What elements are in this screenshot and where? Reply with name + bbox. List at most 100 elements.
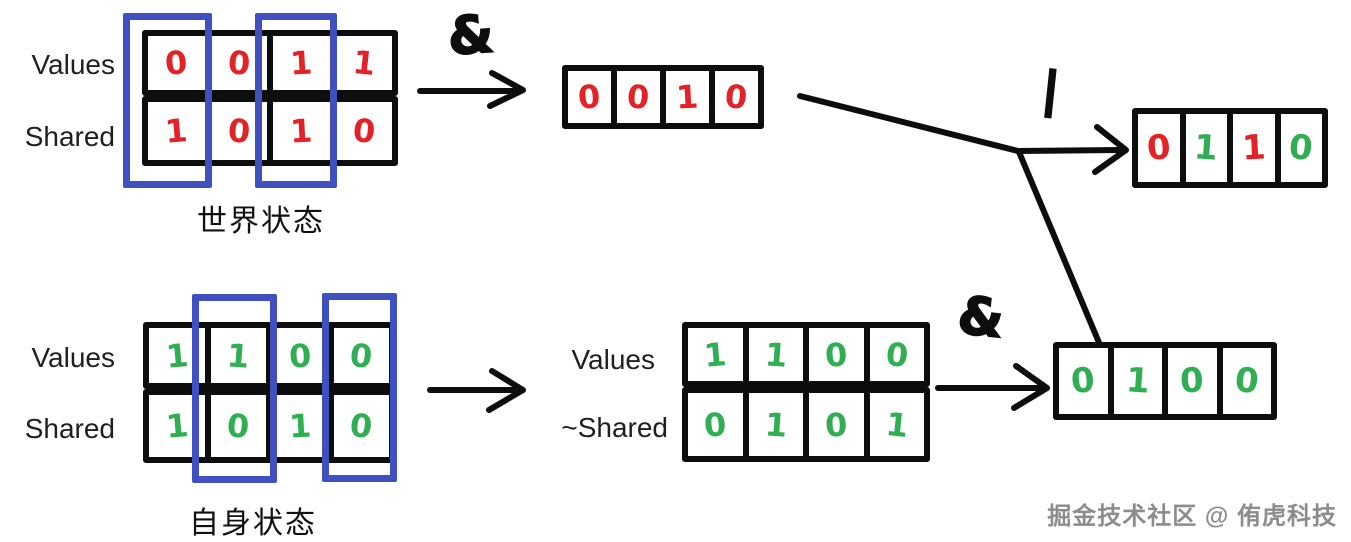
world-shared-row: 1 0 1 0 bbox=[142, 96, 398, 166]
grid-cell: 1 bbox=[863, 393, 925, 456]
bit-digit: 1 bbox=[287, 406, 312, 446]
world-and-arrow-head bbox=[487, 70, 526, 109]
or-operator: | bbox=[1038, 60, 1063, 120]
grid-cell: 0 bbox=[803, 393, 864, 456]
bit-digit: 0 bbox=[1287, 126, 1316, 170]
bit-digit: 0 bbox=[702, 404, 728, 445]
bit-digit: 1 bbox=[1240, 127, 1267, 169]
world-masked-row: 0 0 1 0 bbox=[562, 65, 764, 129]
bit-digit: 0 bbox=[576, 77, 603, 117]
self-state-caption: 自身状态 bbox=[189, 507, 317, 540]
grid-cell: 1 bbox=[329, 36, 393, 90]
bit-digit: 1 bbox=[163, 111, 189, 151]
bit-digit: 1 bbox=[675, 77, 700, 117]
grid-cell: 0 bbox=[266, 328, 328, 383]
grid-cell: 1 bbox=[1179, 114, 1228, 182]
bit-digit: 0 bbox=[1145, 127, 1173, 169]
grid-cell: 0 bbox=[568, 71, 611, 123]
grid-cell: 0 bbox=[1059, 348, 1108, 414]
grid-cell: 0 bbox=[329, 102, 393, 160]
self-masked-values-label: Values bbox=[571, 344, 655, 375]
world-shared-label: Shared bbox=[24, 121, 115, 152]
self-and-arrow-head bbox=[1011, 363, 1050, 411]
bit-digit: 1 bbox=[702, 334, 728, 375]
self-transform-arrow-head bbox=[486, 368, 526, 413]
bit-digit: 0 bbox=[287, 335, 312, 376]
grid-cell: 0 bbox=[204, 36, 268, 90]
grid-cell: 0 bbox=[688, 393, 743, 456]
and-operator-self: & bbox=[954, 285, 1007, 351]
grid-cell: 0 bbox=[611, 71, 660, 123]
grid-cell: 1 bbox=[267, 102, 330, 160]
grid-cell: 0 bbox=[327, 328, 390, 383]
grid-cell: 1 bbox=[148, 102, 205, 160]
grid-cell: 0 bbox=[204, 395, 267, 457]
bit-digit: 1 bbox=[163, 406, 190, 446]
grid-cell: 1 bbox=[1227, 114, 1275, 182]
grid-cell: 1 bbox=[742, 393, 804, 456]
world-state-caption: 世界状态 bbox=[197, 205, 325, 238]
grid-cell: 0 bbox=[204, 102, 268, 160]
bit-digit: 1 bbox=[163, 335, 190, 376]
bit-digit: 1 bbox=[1124, 360, 1151, 402]
grid-cell: 1 bbox=[204, 328, 267, 383]
bit-digit: 1 bbox=[350, 42, 377, 84]
bit-digit: 1 bbox=[225, 335, 251, 376]
and-operator-world: & bbox=[445, 3, 496, 68]
bit-digit: 0 bbox=[626, 77, 651, 117]
grid-cell: 1 bbox=[688, 328, 743, 381]
grid-cell: 0 bbox=[1216, 348, 1272, 414]
grid-cell: 1 bbox=[149, 395, 205, 457]
self-result-row: 0 1 0 0 bbox=[1053, 342, 1277, 420]
bit-digit: 0 bbox=[883, 334, 910, 375]
bit-digit: 0 bbox=[225, 406, 251, 446]
bit-digit: 0 bbox=[226, 43, 252, 83]
self-values-label: Values bbox=[31, 342, 115, 373]
grid-cell: 1 bbox=[742, 328, 804, 381]
bit-digit: 1 bbox=[1193, 127, 1220, 169]
grid-cell: 1 bbox=[660, 71, 709, 123]
bit-digit: 0 bbox=[348, 405, 375, 447]
bit-digit: 0 bbox=[348, 335, 375, 376]
grid-cell: 1 bbox=[266, 395, 328, 457]
grid-cell: 0 bbox=[863, 328, 925, 381]
world-values-row: 0 0 1 1 bbox=[142, 30, 398, 96]
bit-digit: 0 bbox=[226, 111, 252, 151]
grid-cell: 0 bbox=[1274, 114, 1323, 182]
bit-digit: 0 bbox=[1179, 360, 1206, 402]
world-values-label: Values bbox=[31, 49, 115, 80]
self-values-row: 1 1 0 0 bbox=[143, 322, 395, 389]
watermark-text: 掘金技术社区 @ 侑虎科技 bbox=[1047, 503, 1337, 530]
or-arrow-head bbox=[1092, 124, 1129, 175]
self-masked-nshared-label: ~Shared bbox=[561, 412, 668, 443]
bit-digit: 1 bbox=[289, 43, 314, 83]
final-result-row: 0 1 1 0 bbox=[1132, 108, 1328, 188]
grid-cell: 0 bbox=[1162, 348, 1217, 414]
bit-digit: 1 bbox=[763, 404, 789, 445]
bit-digit: 0 bbox=[1232, 359, 1261, 403]
self-shared-label: Shared bbox=[24, 413, 115, 444]
bit-digit: 1 bbox=[883, 404, 910, 445]
grid-cell: 1 bbox=[267, 36, 330, 90]
bit-digit: 0 bbox=[1069, 360, 1097, 402]
grid-cell: 0 bbox=[327, 395, 390, 457]
or-arrow-shaft bbox=[1015, 147, 1123, 154]
bit-digit: 1 bbox=[763, 334, 789, 375]
grid-cell: 1 bbox=[1107, 348, 1163, 414]
self-masked-values-row: 1 1 0 0 bbox=[682, 322, 930, 387]
grid-cell: 0 bbox=[709, 71, 758, 123]
grid-cell: 0 bbox=[803, 328, 864, 381]
bit-digit: 0 bbox=[163, 43, 189, 83]
world-masked-to-or-line bbox=[797, 93, 1021, 154]
self-result-to-or-line bbox=[1016, 149, 1103, 348]
grid-cell: 0 bbox=[1138, 114, 1180, 182]
bit-digit: 1 bbox=[289, 111, 314, 151]
bit-digit: 0 bbox=[824, 334, 849, 375]
grid-cell: 1 bbox=[149, 328, 205, 383]
bit-digit: 0 bbox=[350, 110, 377, 152]
bit-digit: 0 bbox=[824, 404, 849, 445]
self-masked-nshared-row: 0 1 0 1 bbox=[682, 387, 930, 462]
bit-digit: 0 bbox=[723, 76, 750, 118]
grid-cell: 0 bbox=[148, 36, 205, 90]
